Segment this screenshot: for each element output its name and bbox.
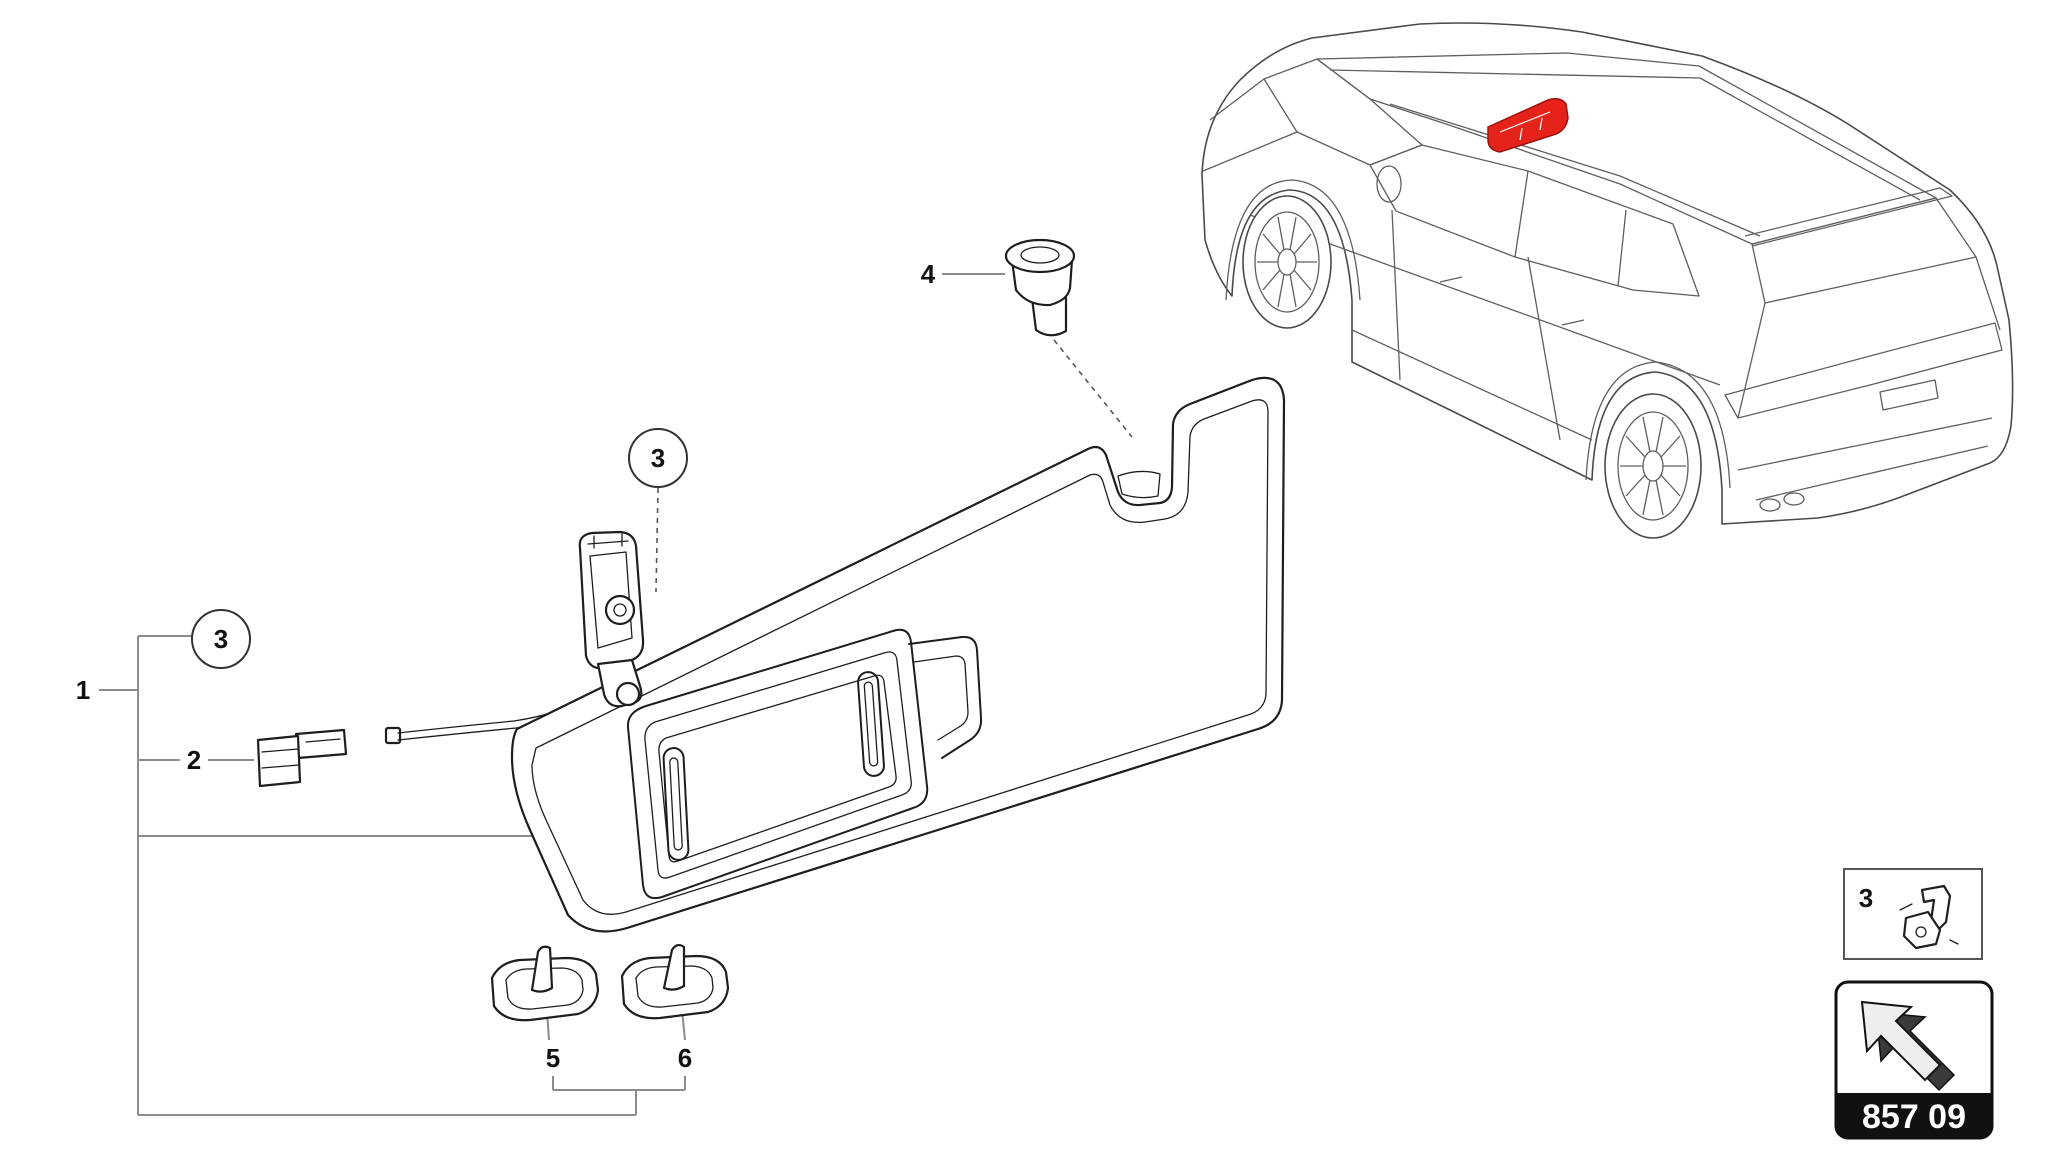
- callout-4-label[interactable]: 4: [921, 259, 936, 289]
- cover-5-plate-inner: [505, 967, 584, 1010]
- mirror-light-left: [662, 747, 690, 861]
- callout-1[interactable]: 1: [76, 675, 90, 705]
- leader-lines: [99, 273, 1133, 1116]
- vehicle-license-plate: [1879, 379, 1939, 411]
- vehicle-location-view: [1201, 22, 2014, 539]
- vehicle-side-windows: [1369, 144, 1700, 297]
- callout-2[interactable]: 2: [187, 745, 201, 775]
- vehicle-rear-wheel: [1604, 393, 1702, 539]
- inset-bracket-detail: [1899, 903, 1959, 945]
- cover-6-pin: [662, 943, 686, 991]
- callout-3-mount-label[interactable]: 3: [651, 443, 665, 473]
- clip-flange: [1004, 238, 1076, 274]
- highlighted-visor: [1487, 97, 1569, 153]
- inset-bracket-hole: [1915, 926, 1927, 938]
- connector-back-block: [294, 728, 348, 760]
- rear-rim: [1617, 411, 1689, 521]
- cover-5-pin: [530, 945, 554, 993]
- page-reference-band: [1836, 1093, 1992, 1138]
- mirror-light-left-inner: [669, 757, 683, 851]
- front-rim: [1254, 211, 1320, 313]
- callout-6-label[interactable]: 6: [678, 1043, 692, 1073]
- hinge-knob: [604, 594, 636, 626]
- vehicle-silhouette: [1201, 22, 2014, 525]
- hinge-pivot: [615, 681, 641, 707]
- dashed-leader-4: [1053, 339, 1133, 438]
- front-tire: [1242, 195, 1332, 329]
- arrow-icon-face: [1860, 1000, 1942, 1082]
- connector-detail: [261, 738, 341, 769]
- part-2-connector[interactable]: [256, 728, 348, 788]
- wire-plug: [384, 726, 402, 745]
- hinge-cap: [587, 533, 629, 549]
- detail-inset-label[interactable]: 3: [1859, 883, 1873, 913]
- mirror-cover-tab-inner: [913, 655, 969, 741]
- vehicle-exhaust-left: [1759, 498, 1781, 512]
- callout-3-mount-circle[interactable]: [628, 428, 688, 488]
- part-5-cover[interactable]: [490, 945, 600, 1022]
- callout-3-bracket[interactable]: 3: [191, 609, 251, 669]
- visor-body: [510, 376, 1286, 933]
- callout-6[interactable]: 6: [678, 1043, 692, 1073]
- clip-tab: [1030, 296, 1068, 337]
- callout-2-label[interactable]: 2: [187, 745, 201, 775]
- mirror-cover-tab: [908, 635, 983, 759]
- hinge-frame-inner: [589, 551, 633, 649]
- sun-visor[interactable]: [510, 376, 1286, 933]
- hinge-knob-center: [613, 603, 627, 617]
- vehicle-roof-rails: [1329, 69, 1921, 237]
- vehicle-body-lines: [1202, 78, 1721, 441]
- mirror-frame-outer: [626, 628, 929, 900]
- vehicle-rear-arch: [1585, 361, 1731, 489]
- part-3-hinge-mount[interactable]: [578, 530, 645, 708]
- page-reference-button[interactable]: 857 09: [1834, 980, 1994, 1140]
- callout-3-circle[interactable]: [191, 609, 251, 669]
- vehicle-side-mirror: [1376, 165, 1402, 203]
- mirror-light-right: [857, 671, 885, 777]
- vehicle-rear-bumper: [1737, 256, 2001, 501]
- vehicle-exhaust-right: [1783, 492, 1805, 506]
- vehicle-spoiler: [1744, 187, 1953, 247]
- connector-front-block: [256, 734, 302, 788]
- callout-5-label[interactable]: 5: [546, 1043, 560, 1073]
- rear-spokes: [1620, 416, 1686, 516]
- visor-clip-pocket: [1117, 470, 1161, 499]
- callout-1-label[interactable]: 1: [76, 675, 90, 705]
- callout-4[interactable]: 4: [921, 259, 936, 289]
- visor-face-edge: [531, 399, 1269, 915]
- rear-tire: [1604, 393, 1702, 539]
- clip-hole: [1020, 246, 1060, 264]
- inset-bracket-base: [1902, 910, 1942, 950]
- part-4-clip[interactable]: [1004, 238, 1076, 337]
- callout-5[interactable]: 5: [546, 1043, 560, 1073]
- detail-inset-3[interactable]: 3: [1843, 868, 1983, 960]
- front-spokes: [1257, 216, 1317, 308]
- part-6-cover[interactable]: [620, 943, 730, 1020]
- arrow-up-left-icon: [1860, 1000, 1956, 1092]
- highlighted-part-location: [1487, 97, 1569, 153]
- vehicle-front-wheel: [1242, 195, 1332, 329]
- detail-inset-part: [1899, 884, 1959, 950]
- mirror-frame-inner: [644, 651, 912, 879]
- cover-6-plate-inner: [635, 965, 714, 1008]
- vehicle-front-arch: [1225, 179, 1361, 301]
- dashed-leader-3: [655, 487, 659, 593]
- page-reference-code[interactable]: 857 09: [1862, 1098, 1966, 1136]
- callout-3-label[interactable]: 3: [214, 624, 228, 654]
- mirror-glass: [658, 674, 897, 863]
- highlighted-visor-detail: [1499, 111, 1551, 141]
- callout-3-mount[interactable]: 3: [628, 428, 688, 488]
- mirror-light-right-inner: [863, 681, 879, 767]
